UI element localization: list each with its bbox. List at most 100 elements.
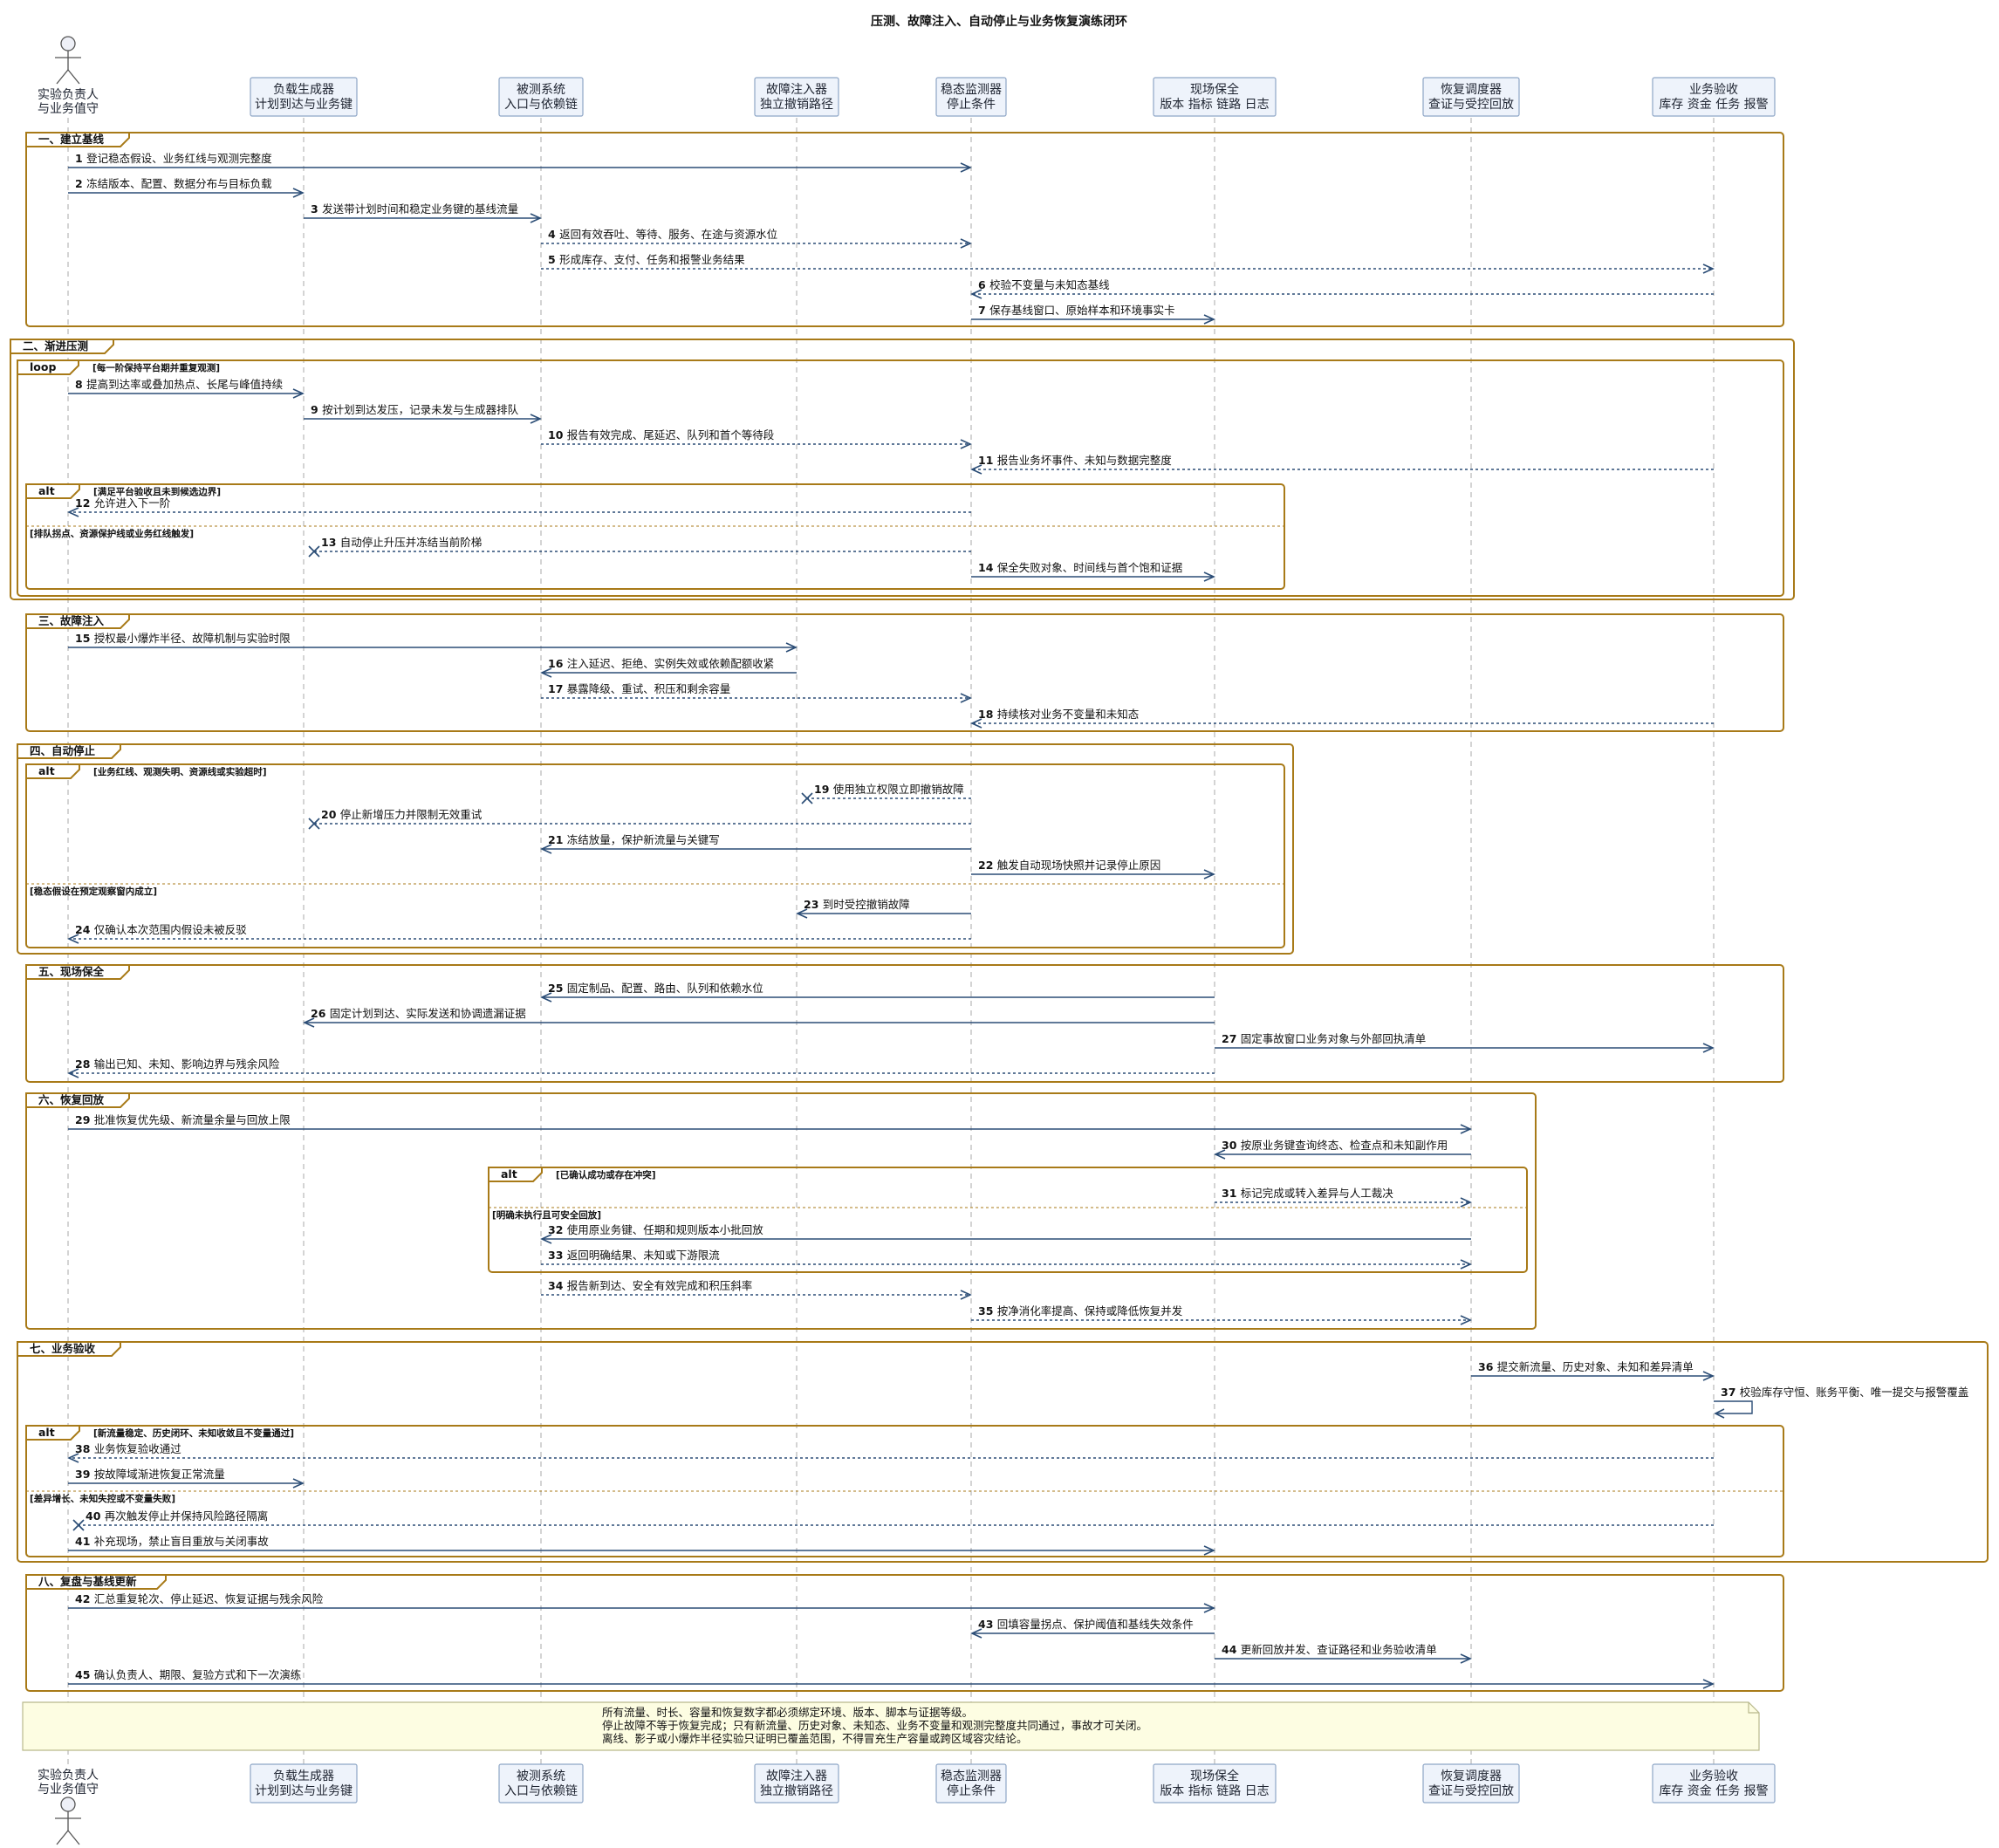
arrowhead-icon (970, 464, 982, 475)
message-label: 32 使用原业务键、任期和规则版本小批回放 (548, 1223, 763, 1236)
note-fold-icon (1748, 1702, 1759, 1714)
arrowhead-icon (540, 992, 552, 1003)
message-34: 34 报告新到达、安全有效完成和积压斜率 (541, 1279, 972, 1300)
participant-label: 库存 资金 任务 报警 (1659, 98, 1768, 112)
participant-label: 稳态监测器 (941, 1769, 1002, 1783)
participant-label: 计划到达与业务键 (255, 98, 353, 112)
participant-box (754, 77, 839, 117)
message-label: 34 报告新到达、安全有效完成和积压斜率 (548, 1279, 752, 1292)
message-24: 24 仅确认本次范围内假设未被反驳 (67, 923, 971, 944)
message-41: 41 补充现场，禁止盲目重放与关闭事故 (68, 1535, 1215, 1556)
participant-box (250, 77, 358, 117)
arrowhead-icon (970, 718, 982, 729)
message-3: 3 发送带计划时间和稳定业务键的基线流量 (304, 202, 542, 223)
group-guard: [已确认成功或存在冲突] (556, 1169, 656, 1181)
message-10: 10 报告有效完成、尾延迟、队列和首个等待段 (541, 428, 972, 449)
arrowhead-icon (796, 908, 808, 919)
participant-box (935, 77, 1007, 117)
arrowhead-icon (540, 1234, 552, 1244)
actor-head-icon (60, 36, 76, 51)
arrowhead-icon (970, 289, 982, 299)
group-title: 一、建立基线 (38, 133, 105, 146)
participant-box (1422, 1763, 1520, 1804)
lost-x-icon (801, 792, 813, 804)
arrowhead-icon (1203, 1603, 1215, 1613)
message-20: 20 停止新增压力并限制无效重试 (308, 808, 971, 830)
actor-legs-icon (56, 68, 80, 85)
message-label: 22 触发自动现场快照并记录停止原因 (978, 859, 1160, 872)
group-frame (25, 1092, 1537, 1330)
message-38: 38 业务恢复验收通过 (67, 1442, 1714, 1463)
message-label: 12 允许进入下一阶 (75, 496, 171, 510)
message-label: 17 暴露降级、重试、积压和剩余容量 (548, 682, 730, 695)
message-label: 26 固定计划到达、实际发送和协调遗漏证据 (311, 1007, 526, 1020)
participant-box (1153, 77, 1277, 117)
message-8: 8 提高到达率或叠加热点、长尾与峰值持续 (68, 378, 305, 399)
message-33: 33 返回明确结果、未知或下游限流 (541, 1249, 1472, 1270)
arrowhead-icon (970, 1628, 982, 1639)
group-tab (25, 483, 80, 499)
message-label: 9 按计划到达发压，记录未发与生成器排队 (311, 403, 519, 416)
group-title: 八、复盘与基线更新 (38, 1575, 137, 1588)
message-label: 36 提交新流量、历史对象、未知和差异清单 (1478, 1360, 1694, 1373)
arrowhead-icon (292, 1478, 305, 1489)
arrowhead-icon (1702, 1679, 1715, 1689)
lifelines (67, 118, 1715, 1764)
participant-box (754, 1763, 839, 1804)
group-tab (17, 1341, 121, 1357)
group-title: alt (38, 764, 55, 777)
message-27: 27 固定事故窗口业务对象与外部回执清单 (1215, 1032, 1715, 1053)
arrowhead-icon (1460, 1124, 1472, 1134)
participant-label: 业务验收 (1689, 1769, 1738, 1783)
participant-label: 恢复调度器 (1441, 1769, 1502, 1783)
group-13: 八、复盘与基线更新 (25, 1574, 1784, 1692)
message-label: 18 持续核对业务不变量和未知态 (978, 708, 1139, 721)
message-36: 36 提交新流量、历史对象、未知和差异清单 (1471, 1360, 1715, 1381)
message-9: 9 按计划到达发压，记录未发与生成器排队 (304, 403, 542, 424)
participant-label: 入口与依赖链 (504, 98, 578, 112)
message-19: 19 使用独立权限立即撤销故障 (801, 783, 971, 804)
participant-box (498, 1763, 584, 1804)
group-12: alt[新流量稳定、历史闭环、未知收敛且不变量通过][差异增长、未知失控或不变量… (25, 1425, 1784, 1557)
group-title: alt (501, 1167, 517, 1181)
lost-x-icon (308, 545, 320, 558)
message-label: 27 固定事故窗口业务对象与外部回执清单 (1222, 1032, 1426, 1045)
group-5: 三、故障注入 (25, 613, 1784, 732)
participant-label: 版本 指标 链路 日志 (1160, 98, 1269, 112)
message-16: 16 注入延迟、拒绝、实例失效或依赖配额收紧 (540, 657, 797, 678)
message-label: 40 再次触发停止并保持风险路径隔离 (86, 1509, 268, 1523)
participant-box (1422, 77, 1520, 117)
message-label: 21 冻结放量，保护新流量与关键写 (548, 833, 720, 846)
arrowhead-icon (540, 667, 552, 678)
message-39: 39 按故障域渐进恢复正常流量 (68, 1468, 305, 1489)
message-32: 32 使用原业务键、任期和规则版本小批回放 (540, 1223, 1471, 1244)
else-guard: [明确未执行且可安全回放] (492, 1209, 601, 1221)
participant-label: 与业务值守 (38, 1783, 99, 1797)
participant-label: 查证与受控回放 (1428, 98, 1514, 112)
participant-label: 稳态监测器 (941, 83, 1002, 97)
group-tab (25, 1425, 80, 1441)
message-label: 7 保存基线窗口、原始样本和环境事实卡 (978, 304, 1175, 317)
arrowhead-icon (785, 642, 798, 653)
diagram-title: 压测、故障注入、自动停止与业务恢复演练闭环 (871, 14, 1127, 29)
message-40: 40 再次触发停止并保持风险路径隔离 (72, 1509, 1714, 1531)
group-tab (25, 964, 130, 980)
arrowhead-icon (1460, 1315, 1472, 1325)
message-label: 13 自动停止升压并冻结当前阶梯 (321, 536, 482, 549)
participant-label: 版本 指标 链路 日志 (1160, 1784, 1269, 1798)
message-label: 31 标记完成或转入差异与人工裁决 (1222, 1187, 1393, 1200)
participant-label: 独立撤销路径 (760, 1784, 833, 1798)
arrowhead-icon (1702, 264, 1715, 274)
message-label: 2 冻结版本、配置、数据分布与目标负载 (75, 177, 272, 190)
message-label: 33 返回明确结果、未知或下游限流 (548, 1249, 720, 1262)
note-line: 离线、影子或小爆炸半径实验只证明已覆盖范围，不得冒充生产容量或跨区域容灾结论。 (602, 1732, 1028, 1745)
message-label: 23 到时受控撤销故障 (804, 898, 910, 911)
message-14: 14 保全失败对象、时间线与首个饱和证据 (971, 561, 1215, 582)
message-label: 38 业务恢复验收通过 (75, 1442, 181, 1455)
arrowhead-icon (1203, 314, 1215, 325)
